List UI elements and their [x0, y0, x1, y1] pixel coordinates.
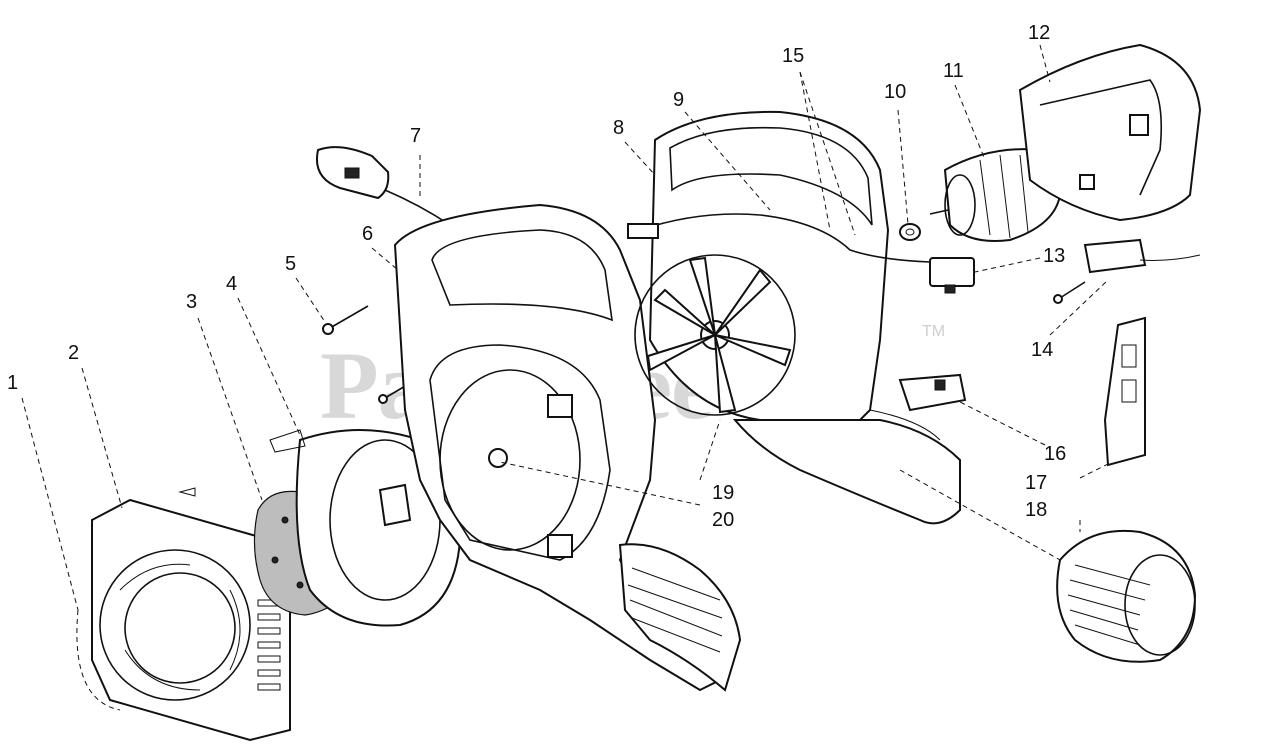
part-screw-14: [1053, 281, 1086, 304]
callout-6: 6: [362, 223, 373, 245]
callout-2: 2: [68, 342, 79, 364]
part-connector: [627, 223, 659, 239]
part-housing-right: [648, 110, 961, 525]
part-cord-wire: [1139, 254, 1201, 261]
callout-9: 9: [673, 89, 684, 111]
part-screw-5: [322, 305, 369, 335]
part-cord-relief: [1083, 238, 1147, 274]
part-switch: [929, 257, 975, 294]
callout-14: 14: [1031, 339, 1053, 361]
part-intake-cover: [91, 487, 291, 742]
callout-10: 10: [884, 81, 906, 103]
callout-11: 11: [943, 60, 964, 82]
part-impeller: [634, 254, 796, 416]
callout-12: 12: [1028, 22, 1050, 44]
part-intake-ring: [76, 609, 121, 711]
callout-5: 5: [285, 253, 296, 275]
callout-15: 15: [782, 45, 804, 67]
part-washer: [899, 223, 921, 241]
callout-19: 19: [712, 482, 734, 504]
callout-7: 7: [410, 125, 421, 147]
part-nozzle: [1056, 529, 1197, 663]
part-motor-cover: [1018, 43, 1202, 222]
callout-17: 17: [1025, 472, 1047, 494]
part-side-panel: [1103, 316, 1146, 467]
part-clip: [898, 373, 967, 412]
part-wiring: [639, 213, 931, 263]
callout-4: 4: [226, 273, 237, 295]
callout-18: 18: [1025, 499, 1047, 521]
watermark-trademark: TM: [922, 323, 945, 340]
callout-3: 3: [186, 291, 197, 313]
leader-lines: [21, 44, 1113, 611]
part-screw-housing: [378, 381, 413, 404]
callout-1: 1: [7, 372, 18, 394]
callout-20: 20: [712, 509, 734, 531]
callout-16: 16: [1044, 443, 1066, 465]
callout-13: 13: [1043, 245, 1065, 267]
callout-8: 8: [613, 117, 624, 139]
callout-labels: 1 2 3 4 5 6 7 8 9 10 11 12 13 14 15 16 1…: [7, 22, 1066, 531]
